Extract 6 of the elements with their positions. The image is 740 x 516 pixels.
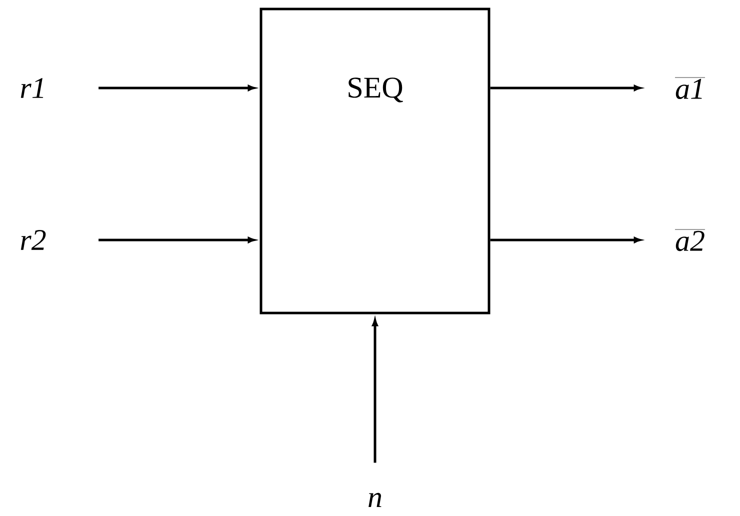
signal-label: r1 (20, 78, 44, 98)
signal-label: a2 (674, 229, 706, 252)
signal-label: n (368, 492, 382, 508)
process-box: SEQ (260, 8, 490, 314)
signal-label: r2 (20, 230, 46, 250)
signal-label: a1 (674, 77, 706, 100)
